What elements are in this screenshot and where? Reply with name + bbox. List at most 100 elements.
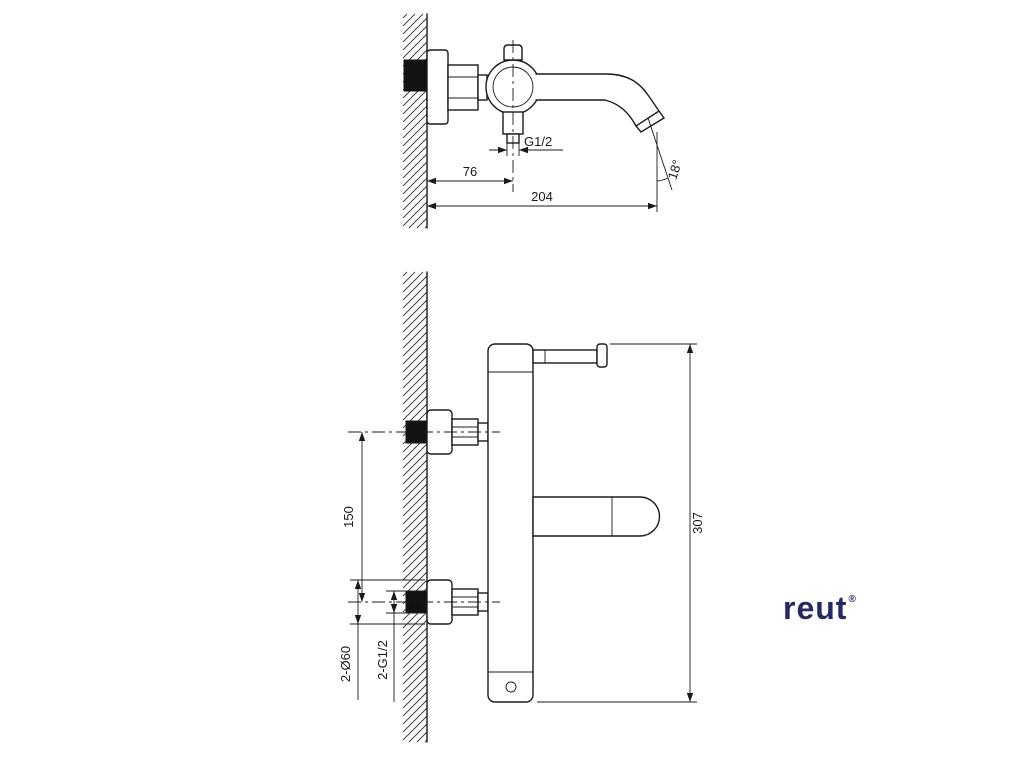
hatch-line — [402, 539, 428, 565]
hatch-line — [402, 193, 428, 219]
arrowhead-icon — [648, 202, 657, 210]
hatch-line — [402, 121, 428, 147]
hatch-line — [402, 691, 428, 717]
hatch-line — [402, 635, 428, 661]
hatch-line — [402, 129, 428, 155]
dim-label-76: 76 — [463, 164, 477, 179]
hatch-line — [402, 291, 428, 317]
wall-hatching-front — [402, 271, 428, 743]
angle-line — [647, 117, 673, 191]
hatch-line — [402, 105, 428, 131]
dim-label-150: 150 — [341, 506, 356, 528]
top-view: G1/2 76 204 18° — [402, 13, 685, 229]
bottom-hole — [505, 681, 517, 693]
hatch-line — [402, 523, 428, 549]
hatch-line — [402, 555, 428, 581]
hatch-line — [402, 283, 428, 309]
hatch-line — [402, 177, 428, 203]
arrowhead-icon — [498, 146, 507, 154]
hatch-line — [402, 169, 428, 195]
lever-end-plate — [596, 343, 608, 368]
hatch-line — [402, 271, 416, 285]
dim-label-thread: 2-G1/2 — [375, 640, 390, 680]
hatch-line — [402, 547, 428, 573]
hatch-line — [402, 379, 428, 405]
wall-hatching-top — [402, 13, 428, 229]
hatch-line — [402, 443, 428, 469]
hatch-line — [402, 137, 428, 163]
tub-spout — [532, 496, 661, 537]
dim-label-angle: 18° — [665, 158, 685, 181]
hatch-line — [402, 667, 428, 693]
hatch-line — [402, 715, 428, 741]
hatch-line — [402, 371, 428, 397]
hatch-line — [402, 395, 428, 421]
hatch-line — [402, 531, 428, 557]
hatch-line — [416, 731, 428, 743]
hatch-line — [402, 499, 428, 525]
hatch-line — [402, 33, 428, 59]
hatch-line — [402, 563, 428, 589]
dim-label-g12: G1/2 — [524, 134, 552, 149]
hatch-line — [402, 683, 428, 709]
arrowhead-icon — [686, 344, 694, 353]
hatch-line — [408, 209, 428, 229]
hatch-line — [402, 13, 424, 35]
hatch-line — [402, 643, 428, 669]
hatch-line — [402, 339, 428, 365]
hatch-line — [402, 627, 428, 653]
hatch-line — [402, 475, 428, 501]
hatch-line — [402, 307, 428, 333]
hatch-line — [402, 467, 428, 493]
hatch-line — [402, 13, 408, 19]
arrowhead-icon — [427, 177, 436, 185]
hatch-line — [402, 25, 428, 51]
hatch-line — [402, 315, 428, 341]
arrowhead-icon — [390, 591, 398, 600]
hatch-line — [408, 723, 428, 743]
hatch-line — [402, 97, 428, 123]
hatch-line — [402, 323, 428, 349]
hatch-line — [402, 707, 428, 733]
hatch-line — [402, 201, 428, 227]
brand-logo-text: reut — [783, 590, 848, 626]
arrowhead-icon — [390, 604, 398, 613]
hatch-line — [402, 145, 428, 171]
arrowhead-icon — [354, 615, 362, 624]
angle-arc — [656, 177, 669, 182]
arrowhead-icon — [358, 432, 366, 441]
dim-label-flange: 2-Ø60 — [338, 646, 353, 682]
wall-seal-top — [403, 59, 428, 92]
dimension-arrows — [354, 146, 694, 702]
hatch-line — [402, 651, 428, 677]
hatch-line — [402, 347, 428, 373]
hatch-line — [402, 483, 428, 509]
spout-outline — [535, 73, 660, 127]
registered-trademark-icon: ® — [848, 594, 857, 605]
arrowhead-icon — [427, 202, 436, 210]
hatch-line — [402, 89, 428, 115]
hatch-line — [402, 161, 428, 187]
arrowhead-icon — [686, 693, 694, 702]
front-view: 150 307 2-Ø60 2-G1/2 — [338, 271, 705, 743]
arrowhead-icon — [354, 580, 362, 589]
arrowhead-icon — [504, 177, 513, 185]
spout-aerator — [634, 110, 666, 133]
hatch-line — [402, 491, 428, 517]
arrowhead-icon — [358, 593, 366, 602]
dim-label-307: 307 — [690, 512, 705, 534]
hatch-line — [402, 271, 424, 293]
hatch-line — [402, 507, 428, 533]
hatch-line — [402, 17, 428, 43]
arrowhead-icon — [519, 146, 528, 154]
hatch-line — [402, 185, 428, 211]
brand-logo: reut® — [783, 592, 857, 624]
hatch-line — [402, 459, 428, 485]
hatch-line — [402, 355, 428, 381]
hatch-line — [402, 515, 428, 541]
hatch-line — [402, 363, 428, 389]
hatch-line — [416, 217, 428, 229]
hatch-line — [402, 699, 428, 725]
